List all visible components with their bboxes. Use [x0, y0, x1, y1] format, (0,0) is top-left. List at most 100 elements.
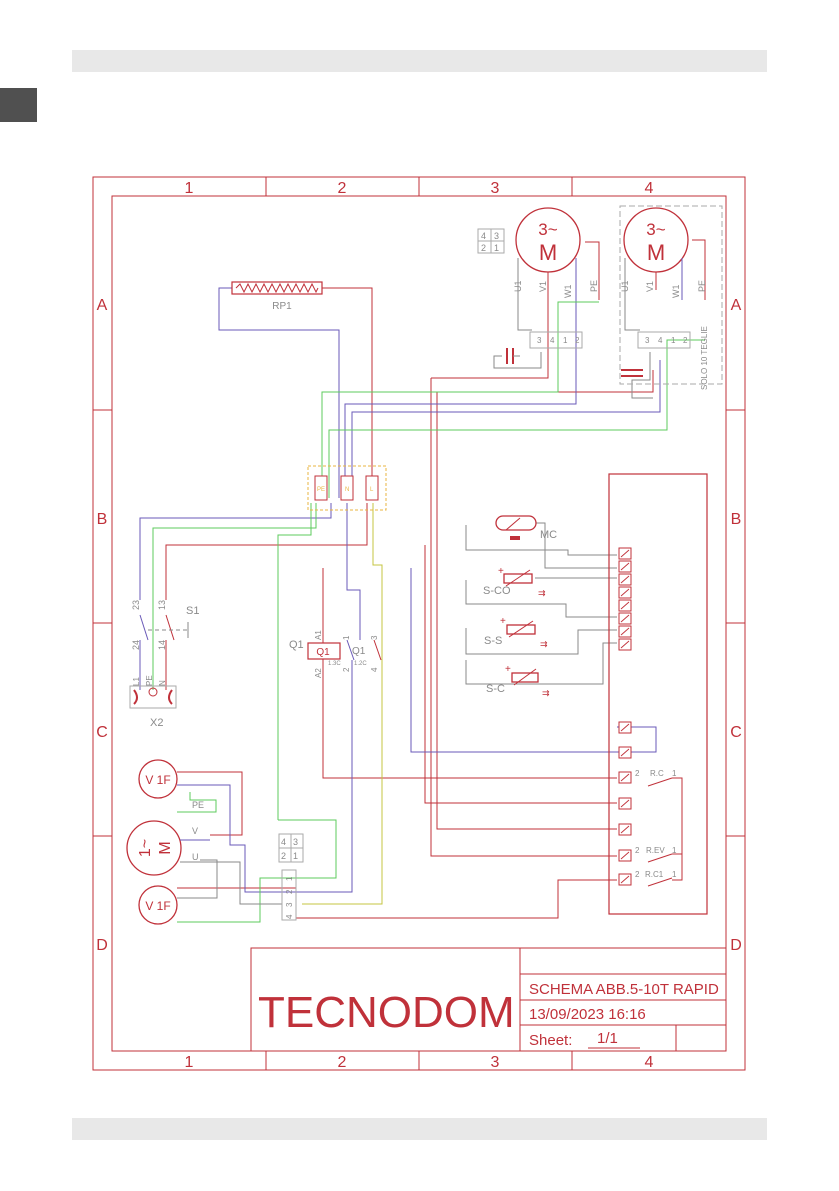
svg-text:2: 2 [635, 769, 640, 778]
svg-text:N: N [158, 680, 167, 686]
header-band [72, 50, 767, 72]
grid-labels: 1 2 3 4 1 2 3 4 A B C D A B C D [96, 180, 742, 1071]
motor-top-2-note: SOLO 10 TEGLIE [700, 326, 709, 390]
svg-text:1.2C: 1.2C [354, 661, 367, 667]
motor-top-1: 3~ M U1 V1 W1 PE 3 4 1 2 [506, 207, 599, 364]
motor-top-1-block-2: 2 [575, 336, 580, 345]
sensors: MC + S-CO ⇉ + S-S ⇉ + S-C ⇉ [483, 515, 557, 698]
schema-date: 13/09/2023 16:16 [529, 1006, 646, 1023]
motor-top-1-block-3: 3 [537, 336, 542, 345]
sheet-value: 1/1 [597, 1030, 618, 1047]
svg-text:1: 1 [285, 876, 294, 881]
capacitor-2-icon [621, 369, 643, 377]
col-label-3: 3 [491, 180, 500, 197]
svg-text:+: + [498, 566, 504, 577]
switch-s1: 23 13 24 14 S1 [131, 600, 199, 690]
svg-text:U: U [192, 852, 199, 862]
sheet-label: Sheet: [529, 1032, 572, 1049]
motor-top-2: 3~ M U1 V1 W1 PE 3 4 1 2 SOLO 10 TEGLIE [619, 205, 723, 390]
brand-logo: TECNODOM [258, 988, 515, 1037]
svg-text:R.EV: R.EV [646, 846, 665, 855]
svg-text:1: 1 [494, 243, 499, 253]
svg-text:2: 2 [481, 243, 486, 253]
motor-top-2-v1: V1 [645, 281, 655, 292]
svg-text:3: 3 [370, 635, 379, 640]
plug-label: X2 [150, 717, 163, 729]
svg-text:3: 3 [285, 902, 294, 907]
connector-top: 4 3 2 1 [477, 228, 505, 254]
svg-text:2: 2 [635, 846, 640, 855]
row-label-b-right: B [731, 511, 742, 528]
svg-text:N: N [345, 487, 349, 493]
svg-text:L: L [370, 487, 374, 493]
svg-text:⇉: ⇉ [538, 588, 546, 598]
fan-top: V 1F [138, 759, 178, 799]
svg-text:M: M [157, 841, 174, 854]
motor-top-1-letter: M [539, 240, 557, 265]
svg-text:S-C: S-C [486, 683, 505, 695]
page-tab-marker [0, 88, 37, 122]
svg-text:S-S: S-S [484, 635, 502, 647]
motor-top-1-phase: 3~ [538, 220, 557, 239]
col-label-2: 2 [338, 180, 347, 197]
svg-text:23: 23 [131, 600, 141, 610]
col-label-1: 1 [185, 180, 194, 197]
svg-text:1~: 1~ [137, 839, 154, 857]
svg-text:2: 2 [342, 667, 351, 672]
svg-text:A1: A1 [314, 630, 323, 640]
svg-text:1: 1 [672, 769, 677, 778]
heater-rp1: RP1 [231, 281, 323, 312]
relays: 2 R.C 1 2 R.EV 1 2 R.C1 1 [635, 769, 683, 887]
wires [139, 239, 706, 923]
svg-text:2: 2 [285, 889, 294, 894]
controller-board [608, 473, 708, 915]
svg-text:+: + [500, 616, 506, 627]
col-label-4-bottom: 4 [645, 1054, 654, 1071]
svg-text:1: 1 [293, 851, 298, 861]
drawing-frame [92, 176, 746, 1071]
motor-top-2-block-2: 2 [683, 336, 688, 345]
motor-top-1-w1: W1 [563, 285, 573, 299]
motor-top-2-block-3: 3 [645, 336, 650, 345]
motor-top-2-pe: PE [697, 280, 707, 292]
motor-top-2-w1: W1 [671, 285, 681, 299]
svg-text:MC: MC [540, 529, 557, 541]
capacitor-1-icon [506, 348, 514, 364]
motor-top-2-block-4: 4 [658, 336, 663, 345]
motor-top-1-v1: V1 [538, 281, 548, 292]
svg-text:3: 3 [494, 231, 499, 241]
svg-text:24: 24 [131, 640, 141, 650]
motor-top-2-phase: 3~ [646, 220, 665, 239]
schema-title: SCHEMA ABB.5-10T RAPID [529, 981, 719, 998]
svg-text:1.3C: 1.3C [328, 661, 341, 667]
svg-text:V 1F: V 1F [145, 899, 170, 913]
svg-text:⇉: ⇉ [542, 688, 550, 698]
motor-top-1-block-4: 4 [550, 336, 555, 345]
svg-text:Q1: Q1 [316, 647, 330, 658]
svg-text:4: 4 [481, 231, 486, 241]
connector-bottom: 4 3 2 1 1 2 3 4 [278, 833, 304, 921]
svg-text:L1: L1 [132, 677, 141, 686]
svg-text:1: 1 [672, 846, 677, 855]
fan-bottom: V 1F [138, 885, 178, 925]
svg-text:Q1: Q1 [352, 646, 366, 657]
row-label-a-right: A [731, 297, 742, 314]
row-label-b: B [97, 511, 108, 528]
svg-text:4: 4 [285, 914, 294, 919]
motor-small: 1~ M PE V U [126, 800, 210, 876]
col-label-4: 4 [645, 180, 654, 197]
plug-x2: L1 PE N X2 [129, 675, 177, 729]
svg-text:PE: PE [192, 800, 204, 810]
col-label-2-bottom: 2 [338, 1054, 347, 1071]
row-label-d-right: D [730, 937, 742, 954]
row-label-c-right: C [730, 724, 742, 741]
title-block: TECNODOM SCHEMA ABB.5-10T RAPID 13/09/20… [250, 947, 727, 1052]
svg-text:Q1: Q1 [289, 639, 304, 651]
contactor-q1: Q1 Q1 A1 A2 1 2 3 4 1.3C 1.2C Q1 [289, 630, 382, 678]
switch-label: S1 [186, 605, 199, 617]
svg-text:14: 14 [157, 640, 167, 650]
svg-text:R.C: R.C [650, 769, 664, 778]
motor-top-1-pe: PE [589, 280, 599, 292]
svg-text:4: 4 [281, 837, 286, 847]
